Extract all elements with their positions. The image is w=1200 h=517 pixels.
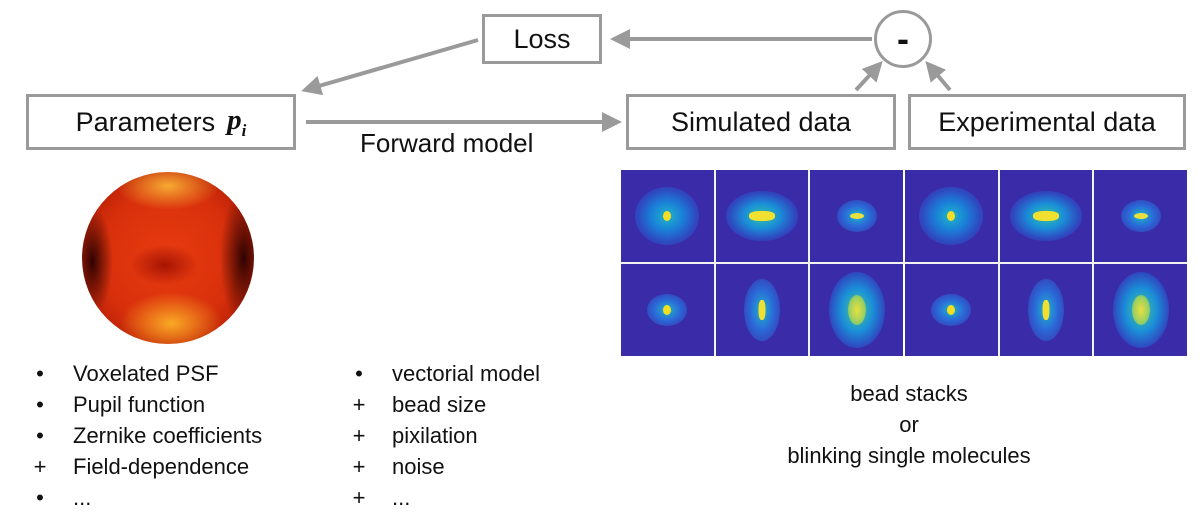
left-list-item-text: ... [73, 485, 92, 510]
psf-core [748, 211, 775, 221]
simulated-data-label: Simulated data [670, 106, 852, 137]
psf-core [758, 300, 766, 320]
psf-tile [1094, 264, 1187, 356]
psf-core [663, 211, 672, 221]
left-list-item-text: Pupil function [73, 392, 206, 417]
psf-tile [1094, 170, 1187, 262]
right-list-item-text: ... [392, 485, 411, 510]
psf-core [947, 305, 956, 315]
psf-core [1131, 295, 1150, 325]
psf-tile [810, 170, 903, 262]
left-list-item: • Zernike coefficients [25, 420, 262, 451]
pupil-function-image [82, 172, 254, 344]
caption-line-3: blinking single molecules [787, 443, 1031, 468]
left-list-item-text: Zernike coefficients [73, 423, 263, 448]
right-list-item: +... [344, 482, 540, 513]
right-list-item-text: pixilation [392, 423, 478, 448]
psf-core [1133, 213, 1148, 219]
minus-operator: - [874, 10, 932, 68]
bullet-symbol: • [36, 361, 44, 386]
left-list-item: • Pupil function [25, 389, 262, 420]
right-list-item: + noise [344, 451, 540, 482]
right-list-item-text: noise [392, 454, 445, 479]
right-list-item: + pixilation [344, 420, 540, 451]
bullet-symbol: + [352, 392, 366, 417]
data-caption: bead stacks or blinking single molecules [721, 378, 1097, 471]
loss-label: Loss [513, 23, 571, 54]
bullet-symbol: + [352, 485, 366, 510]
model-list: • vectorial model + bead size + pixilation + no… [344, 358, 540, 513]
simulated-psf-panel [621, 170, 903, 356]
parameters-label: Parameters [75, 106, 216, 137]
psf-tile [905, 170, 998, 262]
bullet-symbol: • [36, 423, 44, 448]
forward-model-label: Forward model [360, 128, 534, 158]
experimental-data-label: Experimental data [938, 106, 1156, 137]
arrow-experimental-to-minus [925, 60, 952, 92]
psf-tile [999, 170, 1093, 262]
psf-core [849, 213, 864, 219]
left-list-item-text: Field-dependence [73, 454, 250, 479]
left-list-item: •... [25, 482, 262, 513]
parameter-list: • Voxelated PSF • Pupil function • Zernike co… [25, 358, 263, 513]
arrow-loss-to-parameters [301, 38, 479, 96]
bullet-symbol: + [33, 454, 47, 479]
simulated-data-node: Simulated data [626, 94, 896, 150]
psf-core [1042, 300, 1050, 320]
parameters-node: Parameters pi [26, 94, 296, 150]
psf-core [847, 295, 866, 325]
right-list-item: • vectorial model [344, 358, 540, 389]
psf-core [1032, 211, 1059, 221]
psf-tile [621, 264, 714, 356]
experimental-data-node: Experimental data [908, 94, 1186, 150]
psf-tile [621, 170, 714, 262]
bullet-symbol: • [36, 485, 44, 510]
psf-tile [715, 170, 809, 262]
left-list-item-text: Voxelated PSF [73, 361, 219, 386]
minus-label: - [897, 18, 909, 59]
loss-node: Loss [482, 14, 602, 64]
bullet-symbol: • [36, 392, 44, 417]
psf-tile [715, 264, 809, 356]
bullet-symbol: + [352, 454, 366, 479]
psf-core [947, 211, 956, 221]
right-list-item-text: vectorial model [392, 361, 540, 386]
right-list-item: + bead size [344, 389, 540, 420]
experimental-psf-panel [905, 170, 1187, 356]
psf-tile [810, 264, 903, 356]
bullet-symbol: + [352, 423, 366, 448]
arrow-simulated-to-minus [854, 61, 883, 92]
left-list-item: • Voxelated PSF [25, 358, 262, 389]
psf-tile [905, 264, 998, 356]
right-list-item-text: bead size [392, 392, 487, 417]
left-list-item: + Field-dependence [25, 451, 262, 482]
bullet-symbol: • [355, 361, 363, 386]
caption-line-1: bead stacks [850, 381, 968, 406]
psf-core [663, 305, 672, 315]
psf-tile [999, 264, 1093, 356]
caption-line-2: or [899, 412, 919, 437]
parameters-symbol: pi [227, 103, 247, 140]
